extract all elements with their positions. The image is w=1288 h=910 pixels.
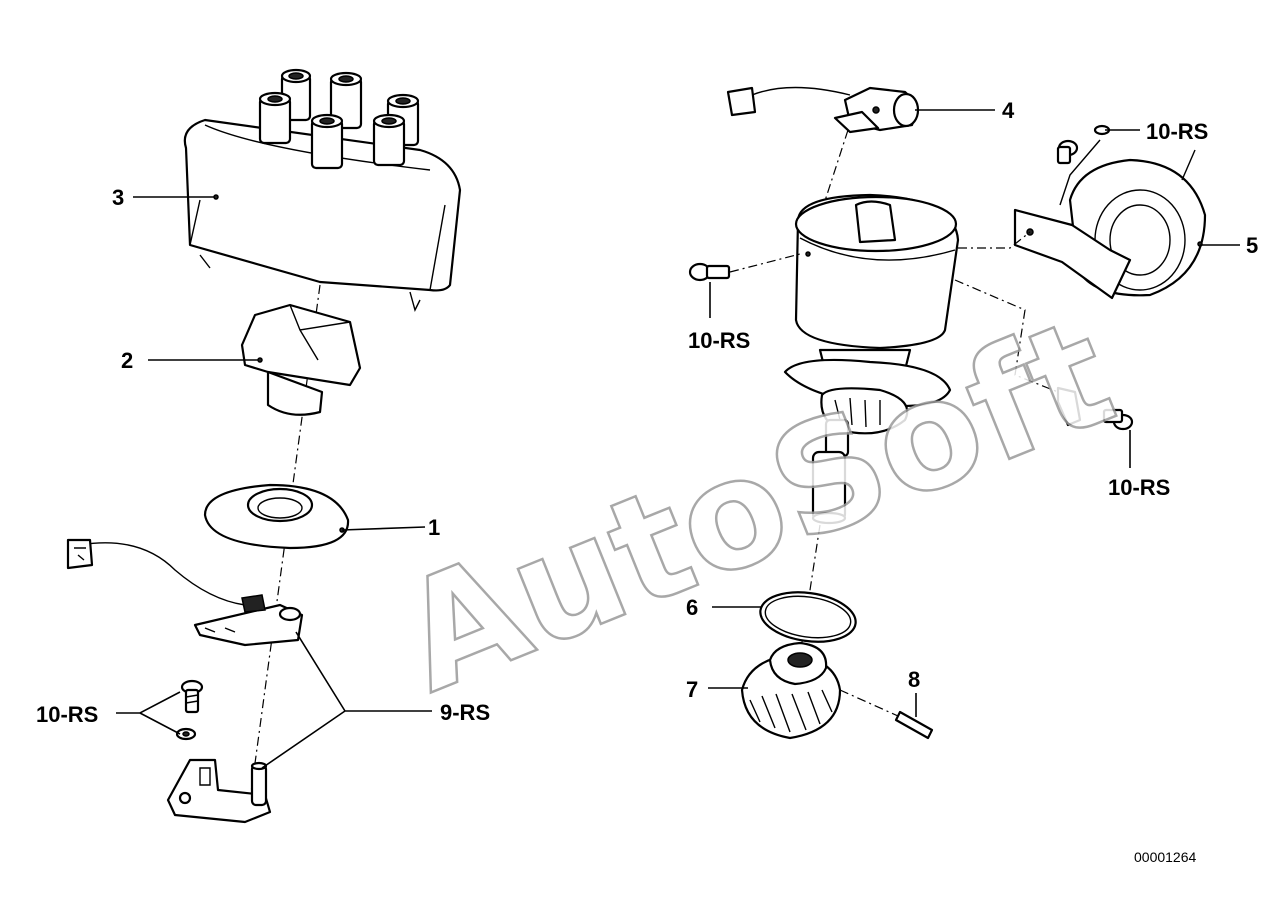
callout-10-rs-left: 10-RS — [36, 702, 98, 727]
o-ring-part-6 — [759, 591, 857, 643]
screw-and-washer-part-10-left — [175, 679, 204, 741]
callout-2: 2 — [121, 348, 133, 373]
callout-3: 3 — [112, 185, 124, 210]
callout-10-rs-top-right: 10-RS — [1146, 119, 1208, 144]
vacuum-unit-part-5 — [1013, 139, 1207, 300]
distributor-cap-part-3 — [183, 68, 462, 312]
contact-breaker-part-9-upper — [66, 538, 304, 647]
pin-part-8 — [839, 689, 934, 740]
screw-part-10-left-of-body — [688, 253, 801, 282]
dust-shield-part-1 — [203, 483, 350, 550]
callout-8: 8 — [908, 667, 920, 692]
callout-7: 7 — [686, 677, 698, 702]
leader-9 — [261, 631, 432, 769]
callout-10-rs-bottom-right: 10-RS — [1108, 475, 1170, 500]
screw-part-10-upper-right — [1056, 124, 1111, 165]
bracket-and-screw-part-10-right — [954, 231, 1134, 431]
document-number: 00001264 — [1134, 849, 1197, 865]
watermark: AutoSoft — [378, 286, 1135, 727]
callout-9-rs: 9-RS — [440, 700, 490, 725]
callout-4: 4 — [1002, 98, 1015, 123]
callout-1: 1 — [428, 515, 440, 540]
sensor-part-4 — [726, 86, 920, 134]
drive-gear-part-7 — [740, 641, 842, 740]
callout-5: 5 — [1246, 233, 1258, 258]
callout-10-rs-middle: 10-RS — [688, 328, 750, 353]
rotor-part-2 — [240, 303, 362, 416]
leader-1 — [341, 526, 426, 531]
distributor-body — [783, 193, 960, 525]
callout-6: 6 — [686, 595, 698, 620]
leader-10a — [116, 691, 181, 735]
contact-plate-part-9-lower — [166, 758, 272, 824]
